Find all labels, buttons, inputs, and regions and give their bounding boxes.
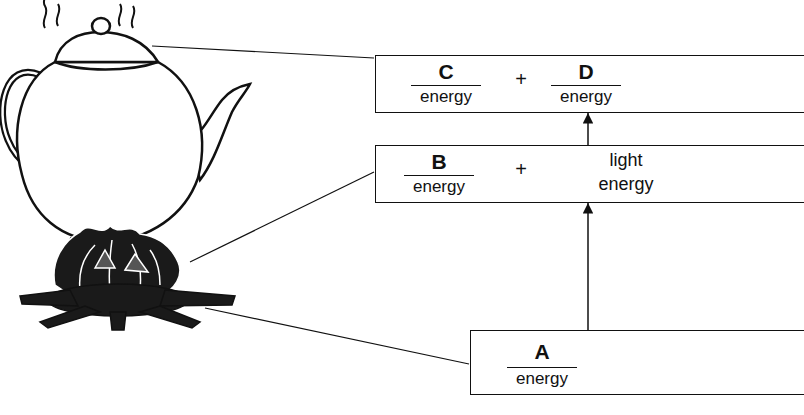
steam-lines [44, 0, 135, 28]
energy-label: light energy [590, 148, 662, 196]
fuel-stand [20, 284, 235, 330]
plus-sign: + [515, 157, 527, 181]
blank-letter: C [438, 60, 453, 84]
teapot [3, 18, 250, 244]
fuel-energy-box: Aenergy [470, 330, 804, 395]
blank-letter: A [534, 340, 549, 364]
blank-letter: D [578, 60, 593, 84]
blank-letter: B [431, 150, 446, 174]
energy-arrow [587, 113, 589, 145]
energy-label: energy [411, 85, 481, 107]
output-energy-box: Cenergy + Denergy [375, 55, 804, 113]
energy-label: energy [404, 175, 474, 197]
energy-label: energy [551, 85, 621, 107]
flame-energy-box: Benergy + light energy [375, 145, 804, 203]
energy-label: energy [507, 367, 577, 389]
plus-sign: + [515, 67, 527, 91]
energy-arrow [587, 203, 589, 330]
